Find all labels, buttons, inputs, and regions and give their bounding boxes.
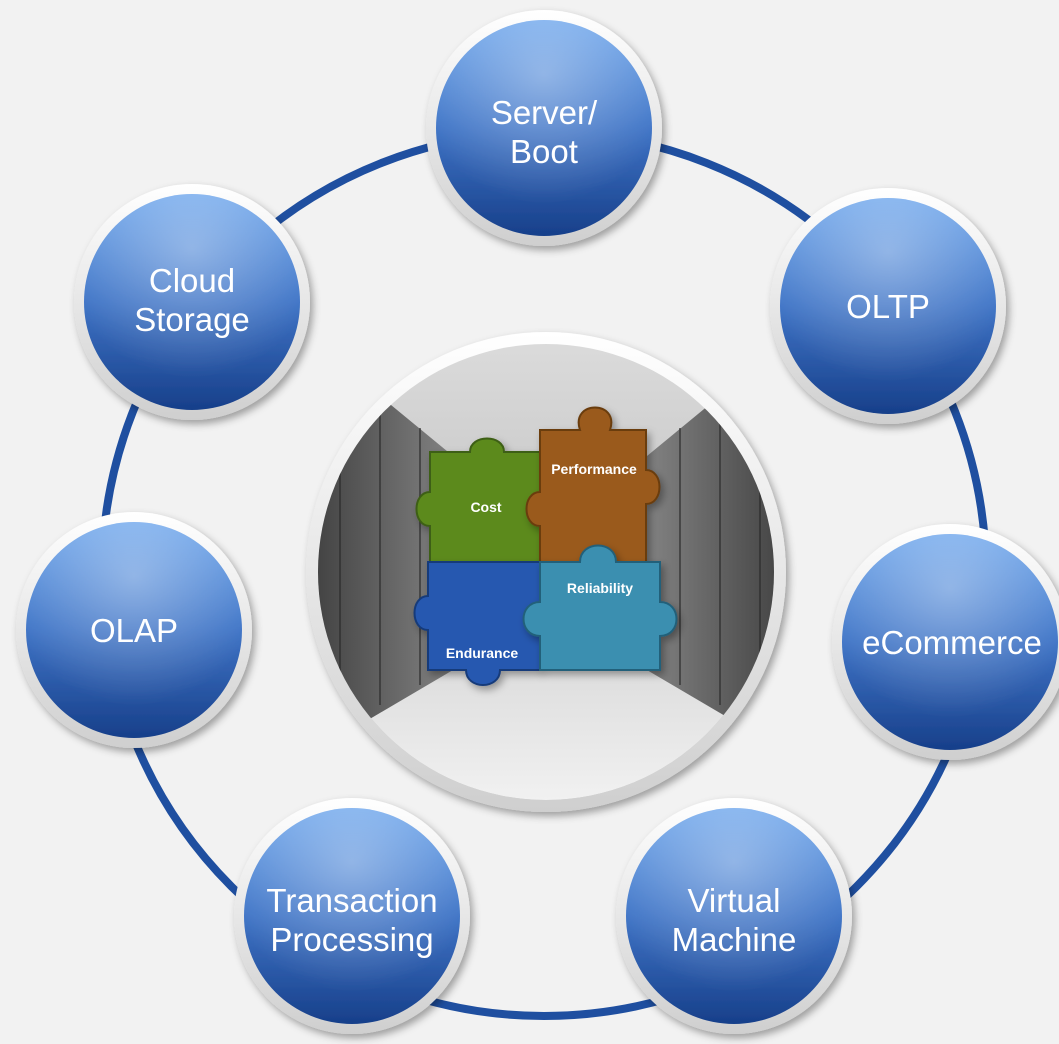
piece-label-reliability: Reliability — [567, 580, 633, 596]
center-image: Cost Performance Endurance Reliability — [306, 332, 786, 812]
node-cloud-storage — [74, 184, 310, 420]
node-label-cloud-storage-line2: Storage — [134, 301, 250, 338]
puzzle-reliability — [522, 544, 678, 671]
puzzle-performance — [525, 406, 661, 563]
node-label-cloud-storage-line1: Cloud — [149, 262, 235, 299]
node-label-ecommerce: eCommerce — [862, 624, 1042, 661]
piece-label-performance: Performance — [551, 461, 637, 477]
node-ecommerce — [832, 524, 1059, 760]
node-oltp — [770, 188, 1006, 424]
node-virtual-machine — [616, 798, 852, 1034]
node-transaction-processing — [234, 798, 470, 1034]
node-label-oltp: OLTP — [846, 288, 930, 325]
node-label-transaction-processing-line1: Transaction — [266, 882, 437, 919]
node-label-server-boot-line2: Boot — [510, 133, 578, 170]
node-label-olap: OLAP — [90, 612, 178, 649]
node-label-virtual-machine-line1: Virtual — [688, 882, 781, 919]
node-label-virtual-machine-line2: Machine — [672, 921, 797, 958]
node-olap — [16, 512, 252, 748]
node-server-boot — [426, 10, 662, 246]
node-label-transaction-processing-line2: Processing — [270, 921, 433, 958]
piece-label-endurance: Endurance — [446, 645, 519, 661]
node-label-server-boot-line1: Server/ — [491, 94, 598, 131]
piece-label-cost: Cost — [470, 499, 501, 515]
